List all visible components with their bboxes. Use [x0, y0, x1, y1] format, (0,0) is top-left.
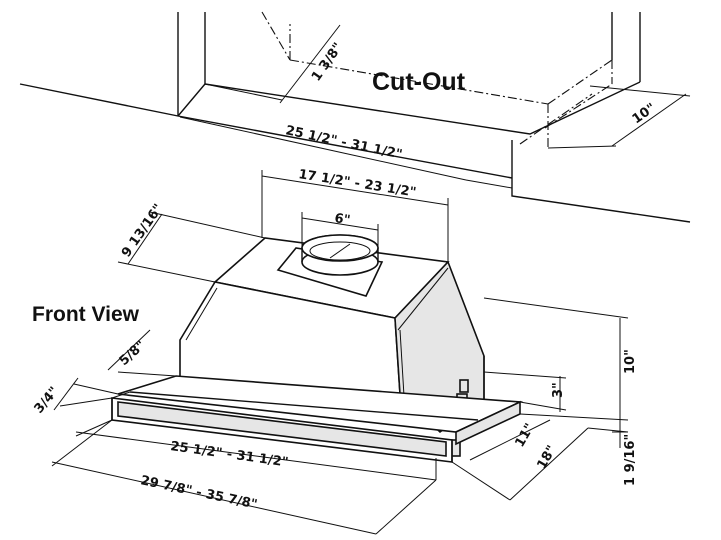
cutout-label: Cut-Out: [372, 68, 466, 96]
dim-body-depth: 9 13/16": [119, 201, 166, 260]
dim-bottom-width: 25 1/2" - 31 1/2": [169, 439, 289, 470]
dim-cutout-gap: 1 3/8": [309, 40, 346, 84]
dim-body-width: 17 1/2" - 23 1/2": [297, 167, 417, 200]
dim-duct: 6": [333, 211, 351, 228]
hood-body: [179, 234, 485, 457]
front-view-label: Front View: [32, 303, 140, 326]
dim-bottom-height: 1 9/16": [623, 434, 638, 486]
cabinet-cutout: [19, 11, 691, 223]
dim-front-thickness: 3/4": [32, 384, 63, 416]
hood-front: [111, 375, 524, 480]
dim-shelf-depth: 11": [512, 421, 537, 450]
dim-front-height: 3": [551, 382, 566, 398]
dim-overall-width: 29 7/8" - 35 7/8": [139, 473, 258, 512]
dim-lip: 5/8": [117, 338, 149, 369]
dim-height: 10": [623, 349, 638, 374]
hood-dimensions: [51, 170, 629, 535]
dim-cutout-width: 25 1/2" - 31 1/2": [284, 123, 403, 162]
